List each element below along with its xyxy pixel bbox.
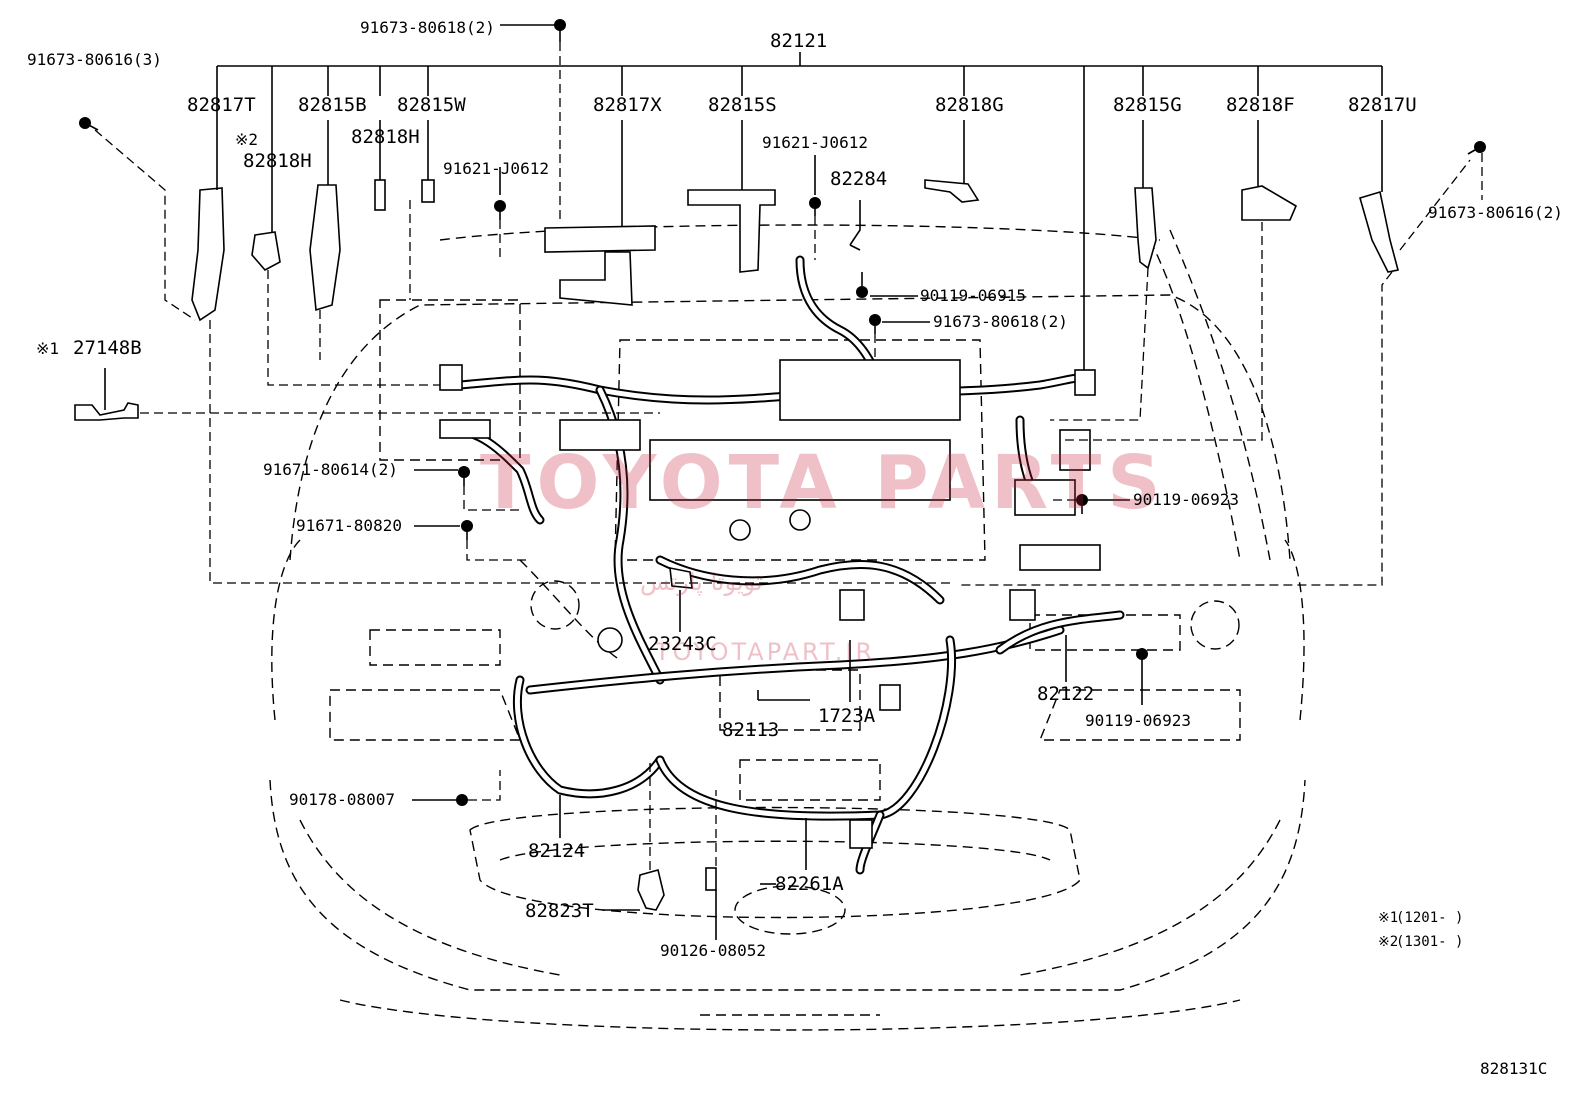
note-1-text: (1201- ) xyxy=(1396,910,1463,926)
bolt-90119-06915-icon xyxy=(856,272,868,298)
bolt-90119-06923-b-icon xyxy=(1136,648,1148,668)
part-27148B-sensor xyxy=(74,368,139,421)
bolt-91673-80616-3-icon xyxy=(79,117,99,131)
label-82261A: 82261A xyxy=(775,873,844,895)
label-82823T: 82823T xyxy=(525,900,594,922)
bolt-91671-80820-icon xyxy=(461,520,473,540)
bolt-91621-J0612-a-icon xyxy=(494,200,506,220)
note-2-mark: ※2 xyxy=(1378,934,1398,950)
part-90126-08052-clip xyxy=(705,867,717,891)
part-82818G-clamp xyxy=(924,120,980,203)
part-82815G-protector xyxy=(1134,120,1157,270)
bolt-91673-80618-top-icon xyxy=(554,19,566,42)
part-82818H-clip xyxy=(421,120,435,203)
part-82823T-cover xyxy=(637,869,665,911)
part-82284-wire xyxy=(849,200,861,251)
label-23243C: 23243C xyxy=(648,633,717,655)
watermark-arabic-text: تويوتا پارتس xyxy=(640,568,763,596)
label-91621-J0612-a: 91621-J0612 xyxy=(443,159,549,178)
figure-code: 828131C xyxy=(1480,1059,1547,1078)
label-82815W: 82815W xyxy=(397,94,466,116)
vehicle-body-outline xyxy=(269,224,1306,1031)
label-91673-80616-2: 91673-80616(2) xyxy=(1428,203,1563,222)
note-2-text: (1301- ) xyxy=(1396,934,1463,950)
label-90126-08052: 90126-08052 xyxy=(660,941,766,960)
bolt-91673-80618-mid-icon xyxy=(869,314,881,334)
label-82121: 82121 xyxy=(770,30,827,52)
label-82817T: 82817T xyxy=(187,94,256,116)
date-notes: ※1 (1201- ) ※2 (1301- ) xyxy=(1378,910,1463,950)
label-91671-80820: 91671-80820 xyxy=(296,516,402,535)
label-82815G: 82815G xyxy=(1113,94,1182,116)
part-labels: 82121 91673-80618(2) 91673-80616(3) 8281… xyxy=(27,18,1563,960)
label-82815B: 82815B xyxy=(298,94,367,116)
label-27148B: 27148B xyxy=(73,337,142,359)
label-90178-08007: 90178-08007 xyxy=(289,790,395,809)
assembly-bracket-82121 xyxy=(216,52,1383,380)
part-82815W-clip xyxy=(374,120,386,211)
bolt-91671-80614-icon xyxy=(458,466,470,486)
part-82817X-bracket xyxy=(544,120,656,306)
label-82815S: 82815S xyxy=(708,94,777,116)
label-82818H-b: 82818H xyxy=(351,126,420,148)
part-82815S-protector xyxy=(687,120,776,273)
label-note-mark-1: ※1 xyxy=(36,339,59,358)
bolt-91621-J0612-b-icon xyxy=(809,197,821,216)
bolt-90119-06923-a-icon xyxy=(1076,494,1088,514)
label-82818H-a: 82818H xyxy=(243,150,312,172)
label-82124: 82124 xyxy=(528,840,585,862)
watermark-main-text: TOYOTA PARTS xyxy=(480,440,1167,526)
part-82817T-bracket xyxy=(191,96,225,322)
label-82817X: 82817X xyxy=(593,94,662,116)
part-82817U-bracket xyxy=(1359,120,1399,273)
label-82284: 82284 xyxy=(830,168,887,190)
label-82113: 82113 xyxy=(722,719,779,741)
label-91673-80618-2-mid: 91673-80618(2) xyxy=(933,312,1068,331)
bolt-90178-08007-icon xyxy=(456,794,468,806)
part-82818F-clamp xyxy=(1241,120,1298,221)
label-note-mark-2: ※2 xyxy=(235,130,258,149)
label-1723A: 1723A xyxy=(818,705,876,727)
bolt-icons xyxy=(79,19,1486,806)
label-82818F: 82818F xyxy=(1226,94,1295,116)
label-82817U: 82817U xyxy=(1348,94,1417,116)
label-90119-06915: 90119-06915 xyxy=(920,286,1026,305)
leader-lines xyxy=(94,24,1483,940)
part-82818H-clamp xyxy=(251,140,281,272)
note-1-mark: ※1 xyxy=(1378,910,1398,926)
engine-bay-components xyxy=(439,359,1101,849)
part-82815B-protector xyxy=(309,120,341,312)
watermark-sub-text: TOYOTAPART.IR xyxy=(654,638,875,666)
label-90119-06923-b: 90119-06923 xyxy=(1085,711,1191,730)
label-90119-06923-a: 90119-06923 xyxy=(1133,490,1239,509)
label-91673-80618-2-top: 91673-80618(2) xyxy=(360,18,495,37)
label-91621-J0612-b: 91621-J0612 xyxy=(762,133,868,152)
watermark: TOYOTA PARTS تويوتا پارتس TOYOTAPART.IR xyxy=(480,440,1167,666)
label-91671-80614-2: 91671-80614(2) xyxy=(263,460,398,479)
bolt-91673-80616-2-icon xyxy=(1467,141,1486,155)
label-82122: 82122 xyxy=(1037,683,1094,705)
label-82818G: 82818G xyxy=(935,94,1004,116)
label-91673-80616-3: 91673-80616(3) xyxy=(27,50,162,69)
